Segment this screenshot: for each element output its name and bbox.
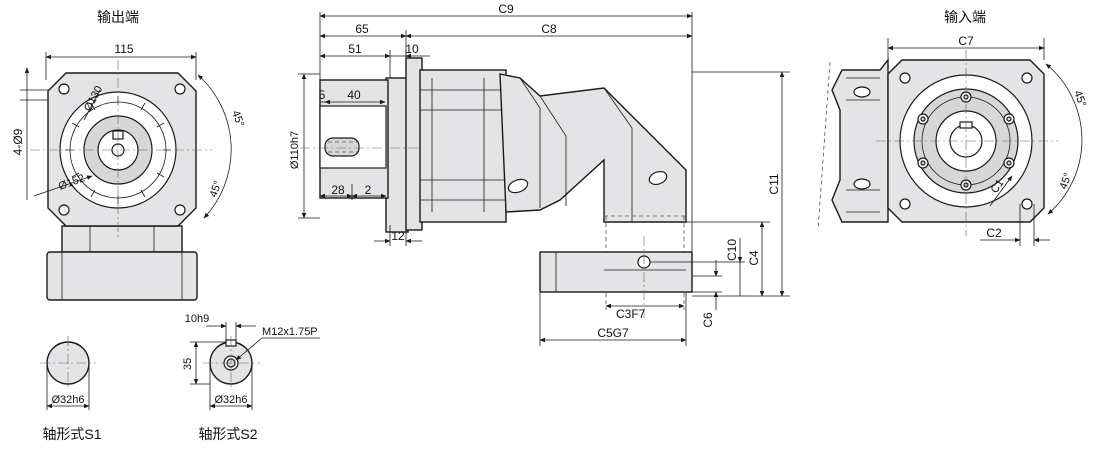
dim-12: 12 — [391, 229, 405, 243]
dim-c10: C10 — [725, 239, 739, 261]
shaft-s1-title: 轴形式S1 — [42, 426, 101, 442]
shaft-s2-view: 10h9 M12x1.75P 35 Ø32h6 轴形式S2 — [182, 313, 320, 442]
dim-c8: C8 — [541, 22, 557, 36]
dim-65: 65 — [355, 22, 369, 36]
dim-c7: C7 — [958, 34, 974, 48]
output-end-title: 输出端 — [97, 9, 139, 25]
dim-out-width: 115 — [114, 42, 133, 56]
dim-c4: C4 — [747, 250, 761, 266]
dim-c5: C5G7 — [597, 326, 629, 340]
input-end-view: 输入端 C7 — [817, 9, 1088, 246]
side-view: C9 65 C8 51 10 5 40 — [289, 2, 790, 346]
dim-pilot: Ø110h7 — [289, 131, 301, 169]
output-end-view: 输出端 115 4-Ø9 — [11, 9, 246, 301]
dim-28: 28 — [331, 183, 345, 197]
dim-in-angle-b: 45° — [1058, 171, 1075, 191]
dim-s2-key: 10h9 — [185, 313, 209, 325]
dim-5: 5 — [319, 88, 326, 102]
shaft-s1-view: Ø32h6 轴形式S1 — [40, 336, 102, 442]
input-end-title: 输入端 — [944, 9, 986, 25]
dim-c9: C9 — [498, 2, 514, 16]
dim-c3: C3F7 — [616, 307, 646, 321]
dim-in-angle-a: 45° — [1071, 89, 1088, 109]
dim-c11: C11 — [767, 173, 781, 194]
dim-10: 10 — [405, 42, 419, 56]
dim-s1-dia: Ø32h6 — [51, 394, 84, 406]
dim-s2-height: 35 — [182, 358, 194, 370]
dim-c6: C6 — [701, 312, 715, 328]
dim-2: 2 — [365, 183, 372, 197]
dim-40: 40 — [347, 88, 361, 102]
dim-out-angle-a: 45° — [229, 109, 246, 129]
shaft-s2-title: 轴形式S2 — [198, 426, 257, 442]
dim-c2: C2 — [986, 226, 1002, 240]
dim-out-holes: 4-Ø9 — [11, 128, 25, 155]
dim-s2-dia: Ø32h6 — [214, 394, 247, 406]
dim-s2-thread: M12x1.75P — [262, 326, 318, 338]
dim-out-angle-b: 45° — [208, 179, 225, 199]
dim-51: 51 — [348, 42, 362, 56]
